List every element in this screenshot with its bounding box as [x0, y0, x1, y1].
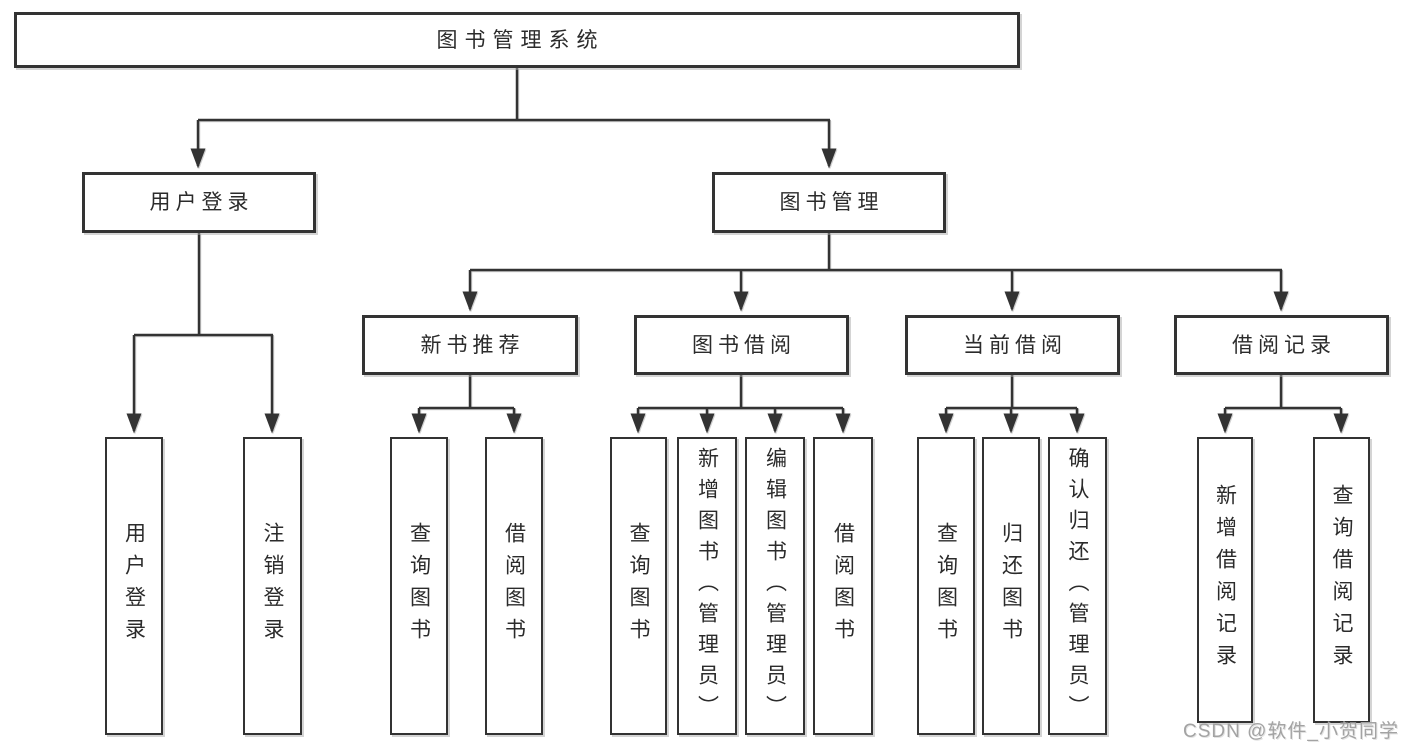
- node-label: 归还图书: [999, 522, 1023, 650]
- node-label: 新书推荐: [420, 333, 525, 357]
- leaf-recommend-borrow-book: 借阅图书: [485, 437, 543, 735]
- node-label: 图书借阅: [692, 333, 796, 357]
- node-label: 新增借阅记录: [1213, 484, 1237, 676]
- leaf-records-query-record: 查询借阅记录: [1313, 437, 1370, 723]
- node-user-login: 用户登录: [82, 172, 316, 233]
- leaf-user-login: 用户登录: [105, 437, 163, 735]
- node-label: 确认归还（管理员）: [1066, 446, 1089, 726]
- node-label: 当前借阅: [963, 333, 1067, 357]
- leaf-logout: 注销登录: [243, 437, 302, 735]
- leaf-borrowing-add-book-admin: 新增图书（管理员）: [677, 437, 737, 735]
- watermark-text: CSDN @软件_小贺同学: [1183, 721, 1399, 742]
- leaf-current-return-book: 归还图书: [982, 437, 1040, 735]
- node-label: 借阅图书: [831, 522, 855, 650]
- node-label: 编辑图书（管理员）: [763, 446, 787, 726]
- node-book-management: 图书管理: [712, 172, 946, 233]
- node-label: 新增图书（管理员）: [695, 446, 719, 726]
- node-label: 图书管理系统: [436, 28, 605, 52]
- connector-arrows: [126, 120, 1349, 434]
- node-book-borrowing: 图书借阅: [634, 315, 849, 375]
- node-label: 查询借阅记录: [1330, 484, 1353, 676]
- node-label: 用户登录: [149, 191, 254, 214]
- node-label: 借阅记录: [1232, 333, 1336, 357]
- leaf-current-confirm-return-admin: 确认归还（管理员）: [1048, 437, 1107, 735]
- node-label: 查询图书: [407, 522, 431, 650]
- node-library-management-system: 图书管理系统: [14, 12, 1020, 68]
- node-label: 查询图书: [934, 522, 958, 650]
- node-label: 查询图书: [627, 522, 650, 650]
- leaf-current-query-book: 查询图书: [917, 437, 975, 735]
- node-current-borrowing: 当前借阅: [905, 315, 1120, 375]
- node-label: 用户登录: [122, 522, 146, 650]
- node-new-book-recommend: 新书推荐: [362, 315, 578, 375]
- node-borrowing-records: 借阅记录: [1174, 315, 1389, 375]
- node-label: 图书管理: [779, 191, 884, 214]
- node-label: 借阅图书: [502, 522, 526, 650]
- leaf-borrowing-query-book: 查询图书: [610, 437, 667, 735]
- leaf-borrowing-edit-book-admin: 编辑图书（管理员）: [745, 437, 805, 735]
- leaf-borrowing-borrow-book: 借阅图书: [813, 437, 873, 735]
- leaf-records-add-record: 新增借阅记录: [1197, 437, 1253, 723]
- leaf-recommend-query-book: 查询图书: [390, 437, 448, 735]
- node-label: 注销登录: [261, 522, 284, 650]
